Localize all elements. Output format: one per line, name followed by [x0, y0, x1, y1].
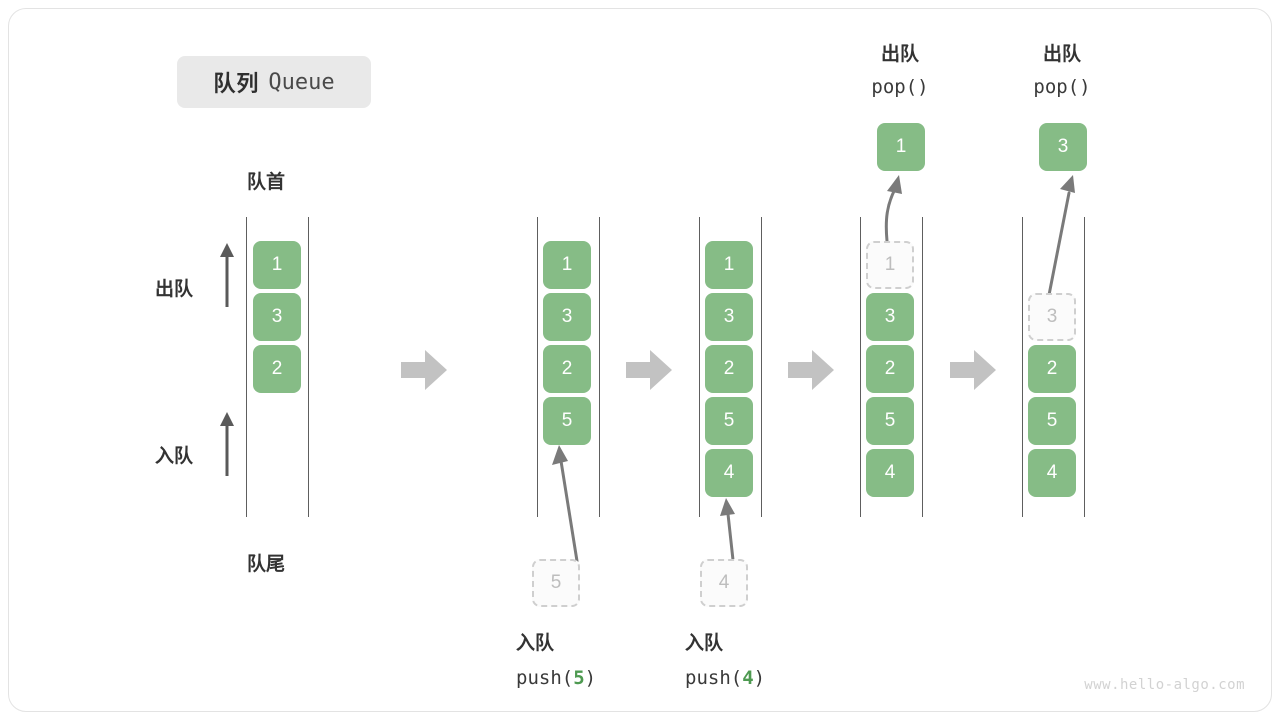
push-code-number: 5: [573, 667, 585, 689]
queue-rail-left-5: [1022, 217, 1023, 517]
queue-cell: 2: [705, 345, 753, 393]
popped-cell: 3: [1039, 123, 1087, 171]
step-arrow-icon: [401, 350, 447, 390]
queue-rail-right-1: [308, 217, 309, 517]
pop-arrow-icon: [1047, 175, 1075, 297]
queue-cell: 5: [866, 397, 914, 445]
queue-cell: 2: [543, 345, 591, 393]
diagram-card: 队列 Queue 队首 队尾 出队 入队 1 3 2 1 3 2 5 5 入队 …: [8, 8, 1272, 712]
push-arrow-icon: [552, 445, 579, 563]
popped-cell: 1: [877, 123, 925, 171]
push-arrow-icon: [720, 498, 735, 562]
queue-cell-new: 4: [705, 449, 753, 497]
queue-cell-new: 5: [543, 397, 591, 445]
step-arrow-icon: [626, 350, 672, 390]
queue-rail-left-1: [246, 217, 247, 517]
queue-cell: 2: [1028, 345, 1076, 393]
queue-cell: 1: [253, 241, 301, 289]
diagram-title-badge: 队列 Queue: [177, 56, 371, 108]
pop-arrow-icon: [884, 175, 902, 243]
title-cn: 队列: [213, 71, 260, 96]
queue-cell: 3: [705, 293, 753, 341]
queue-rail-right-3: [761, 217, 762, 517]
queue-rail-left-2: [537, 217, 538, 517]
queue-rail-left-4: [860, 217, 861, 517]
queue-cell: 1: [543, 241, 591, 289]
push-code-number: 4: [742, 667, 754, 689]
queue-cell: 2: [866, 345, 914, 393]
push-caption-cn: 入队: [516, 633, 555, 654]
queue-cell: 5: [1028, 397, 1076, 445]
step-arrow-icon: [950, 350, 996, 390]
queue-rail-right-5: [1084, 217, 1085, 517]
enqueue-direction-arrow-icon: [220, 412, 234, 476]
queue-cell: 4: [1028, 449, 1076, 497]
queue-cell-removed: 3: [1028, 293, 1076, 341]
step-arrow-icon: [788, 350, 834, 390]
queue-rail-left-3: [699, 217, 700, 517]
dequeue-direction-label: 出队: [155, 279, 194, 300]
queue-cell: 3: [253, 293, 301, 341]
queue-cell: 4: [866, 449, 914, 497]
pop-caption-cn: 出队: [880, 44, 919, 65]
queue-head-label: 队首: [247, 172, 286, 193]
queue-cell: 5: [705, 397, 753, 445]
push-code-suffix: ): [753, 667, 766, 689]
queue-tail-label: 队尾: [247, 554, 286, 575]
queue-cell: 3: [866, 293, 914, 341]
dequeue-direction-arrow-icon: [220, 243, 234, 307]
pop-caption-code: pop(): [1033, 76, 1091, 98]
pop-caption-code: pop(): [871, 76, 929, 98]
push-code-suffix: ): [584, 667, 597, 689]
enqueue-direction-label: 入队: [155, 446, 194, 467]
title-en: Queue: [268, 69, 335, 95]
pop-caption-cn: 出队: [1042, 44, 1081, 65]
queue-cell-removed: 1: [866, 241, 914, 289]
push-caption-code: push(5): [516, 662, 596, 695]
floating-ghost-cell: 5: [532, 559, 580, 607]
push-code-prefix: push(: [685, 667, 743, 689]
queue-cell: 2: [253, 345, 301, 393]
queue-rail-right-2: [599, 217, 600, 517]
queue-rail-right-4: [922, 217, 923, 517]
queue-cell: 1: [705, 241, 753, 289]
floating-ghost-cell: 4: [700, 559, 748, 607]
push-caption-code: push(4): [685, 662, 765, 695]
push-code-prefix: push(: [516, 667, 574, 689]
watermark: www.hello-algo.com: [1084, 677, 1245, 693]
queue-cell: 3: [543, 293, 591, 341]
push-caption-cn: 入队: [685, 633, 724, 654]
